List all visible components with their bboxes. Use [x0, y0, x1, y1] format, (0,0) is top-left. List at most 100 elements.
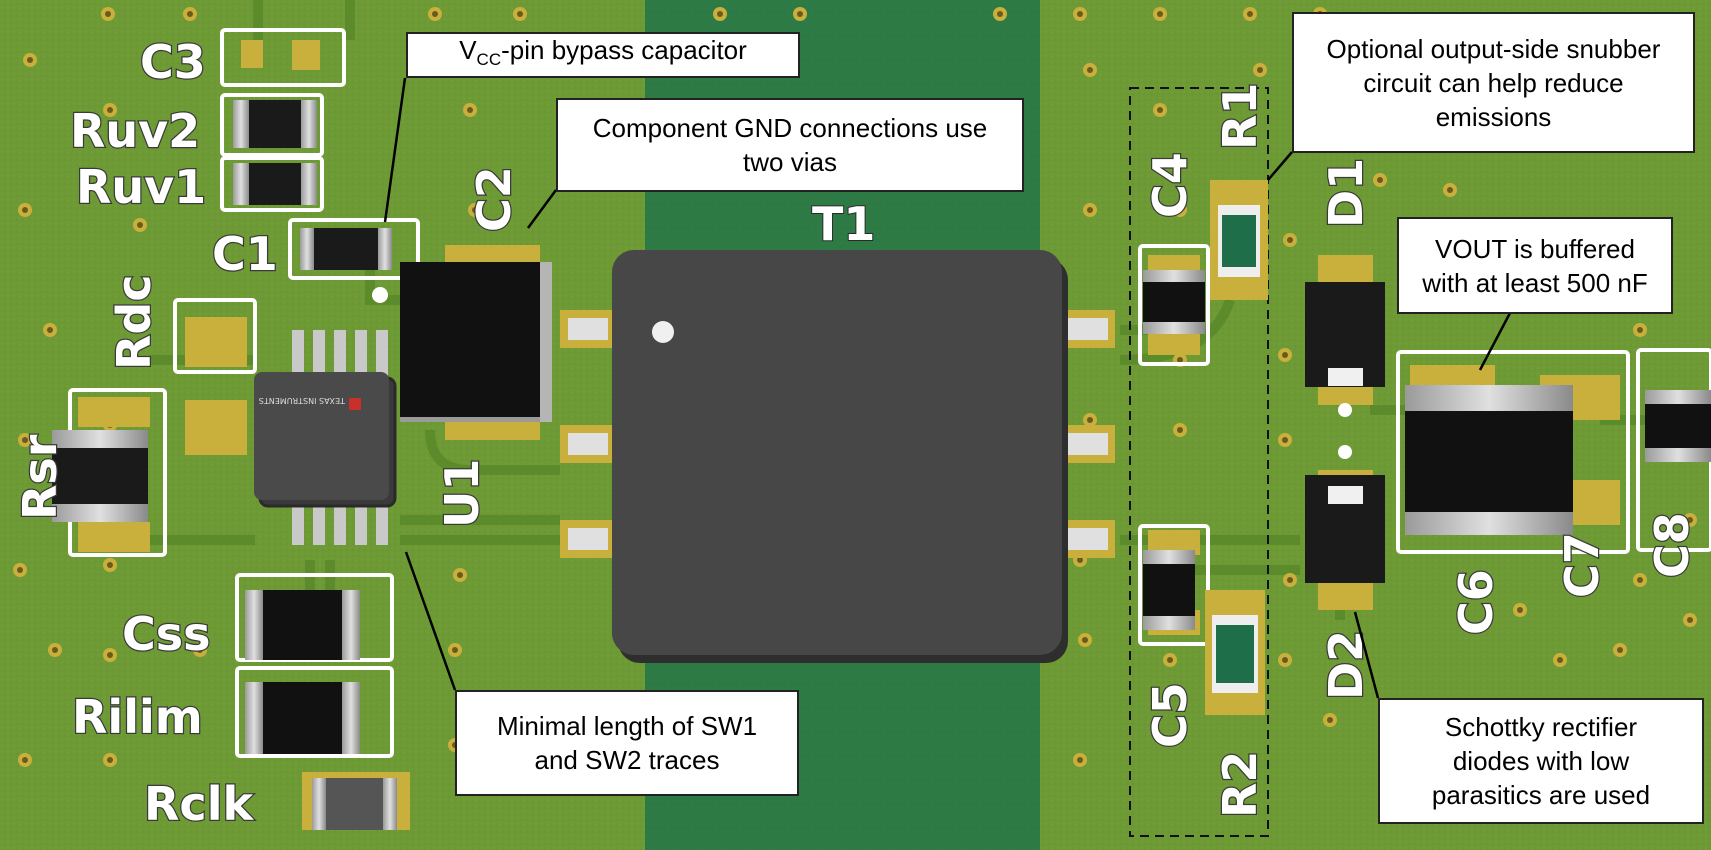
via-icon: [43, 323, 57, 337]
via-icon: [1683, 613, 1697, 627]
via-icon: [713, 7, 727, 21]
c6-c7-footprint: [1396, 350, 1630, 554]
d1-label: D1: [1319, 158, 1373, 228]
via-icon: [1283, 233, 1297, 247]
t1-transformer: [560, 250, 1115, 663]
via-icon: [463, 103, 477, 117]
via-icon: [1633, 573, 1647, 587]
rilim-footprint: [235, 666, 394, 758]
via-icon: [1083, 413, 1097, 427]
callout-schottky-line3: parasitics are used: [1431, 780, 1651, 810]
c3-footprint: [220, 28, 346, 87]
rdc-label: Rdc: [107, 274, 161, 370]
ic-pin: [334, 500, 346, 545]
via-icon: [193, 643, 207, 657]
callout-vcc-bypass: VCC-pin bypass capacitor: [406, 32, 800, 78]
leader-snubber: [1267, 151, 1293, 181]
r2-footprint: [1205, 590, 1265, 715]
c1-label: C1: [212, 227, 278, 281]
via-icon: [103, 648, 117, 662]
via-icon: [1163, 653, 1177, 667]
via-icon: [1153, 7, 1167, 21]
ic-pin: [355, 500, 367, 545]
ic-pin: [292, 500, 304, 545]
ic-pin: [376, 330, 388, 375]
via-icon: [103, 753, 117, 767]
callout-gnd-line1: Component GND connections use: [592, 113, 988, 143]
via-icon: [1153, 103, 1167, 117]
rclk-label: Rclk: [144, 777, 254, 831]
r2-label: R2: [1213, 751, 1267, 818]
via-icon: [1613, 643, 1627, 657]
via-icon: [513, 7, 527, 21]
ic-pin: [355, 330, 367, 375]
via-icon: [103, 558, 117, 572]
via-icon: [1073, 7, 1087, 21]
css-label: Css: [122, 607, 211, 661]
callout-vout-line2: with at least 500 nF: [1422, 267, 1648, 298]
via-icon: [18, 753, 32, 767]
rsr-footprint: [52, 388, 167, 557]
rsr-label: Rsr: [13, 434, 67, 520]
leader-sw: [404, 551, 457, 691]
ic-pin: [313, 330, 325, 375]
callout-vout-line1: VOUT is buffered: [1435, 233, 1635, 264]
d2-diode: [1305, 470, 1385, 610]
ruv2-footprint: [220, 93, 324, 157]
leader-vcc: [383, 77, 407, 223]
callout-vcc-prefix: V: [459, 34, 477, 65]
via-icon: [1513, 603, 1527, 617]
via-icon: [1073, 753, 1087, 767]
via-icon: [1083, 63, 1097, 77]
via-icon: [1173, 203, 1187, 217]
via-icon: [1173, 423, 1187, 437]
via-icon: [103, 103, 117, 117]
callout-sw-line2: and SW2 traces: [534, 745, 720, 775]
rdc-footprint: [173, 298, 257, 455]
leader-gnd: [526, 189, 558, 229]
callout-vcc-subscript: CC: [476, 50, 502, 70]
ic-pin: [376, 500, 388, 545]
via-icon: [1083, 203, 1097, 217]
leader-schottky: [1353, 611, 1380, 699]
ic-pin: [292, 330, 304, 375]
ic-marking: TEXAS INSTRUMENTS: [259, 396, 346, 405]
c6-label: C6: [1449, 569, 1503, 635]
via-icon: [23, 53, 37, 67]
via-icon: [1553, 653, 1567, 667]
rilim-label: Rilim: [72, 690, 203, 744]
callout-vout: VOUT is buffered with at least 500 nF: [1397, 217, 1673, 314]
c8-footprint: [1636, 348, 1711, 552]
via-icon: [183, 7, 197, 21]
rclk-footprint: [302, 772, 410, 830]
via-icon: [13, 563, 27, 577]
c4-footprint: [1138, 244, 1210, 366]
via-icon: [1253, 63, 1267, 77]
via-icon: [453, 568, 467, 582]
via-icon: [18, 203, 32, 217]
r1-label: R1: [1213, 83, 1267, 150]
c2-label: C2: [467, 166, 521, 232]
r1-footprint: [1210, 180, 1268, 300]
via-icon: [1078, 633, 1092, 647]
callout-sw-traces: Minimal length of SW1 and SW2 traces: [455, 690, 799, 796]
callout-schottky-line1: Schottky rectifier: [1444, 712, 1638, 742]
u1-ic: TEXAS INSTRUMENTS: [254, 330, 397, 545]
via-icon: [1278, 653, 1292, 667]
c3-label: C3: [140, 35, 206, 89]
leader-vout: [1478, 312, 1512, 371]
via-icon: [1323, 713, 1337, 727]
u1-label: U1: [435, 459, 489, 528]
callout-snubber: Optional output-side snubber circuit can…: [1292, 12, 1695, 153]
via-icon: [1278, 433, 1292, 447]
callout-gnd-line2: two vias: [743, 147, 837, 177]
pin1-dot: [652, 321, 674, 343]
ruv1-label: Ruv1: [76, 160, 206, 214]
c5-label: C5: [1143, 682, 1197, 748]
via-icon: [793, 7, 807, 21]
snubber-dashed-box: [1129, 87, 1269, 837]
c8-label: C8: [1645, 512, 1699, 578]
via-icon: [1243, 7, 1257, 21]
callout-sw-line1: Minimal length of SW1: [496, 711, 758, 741]
